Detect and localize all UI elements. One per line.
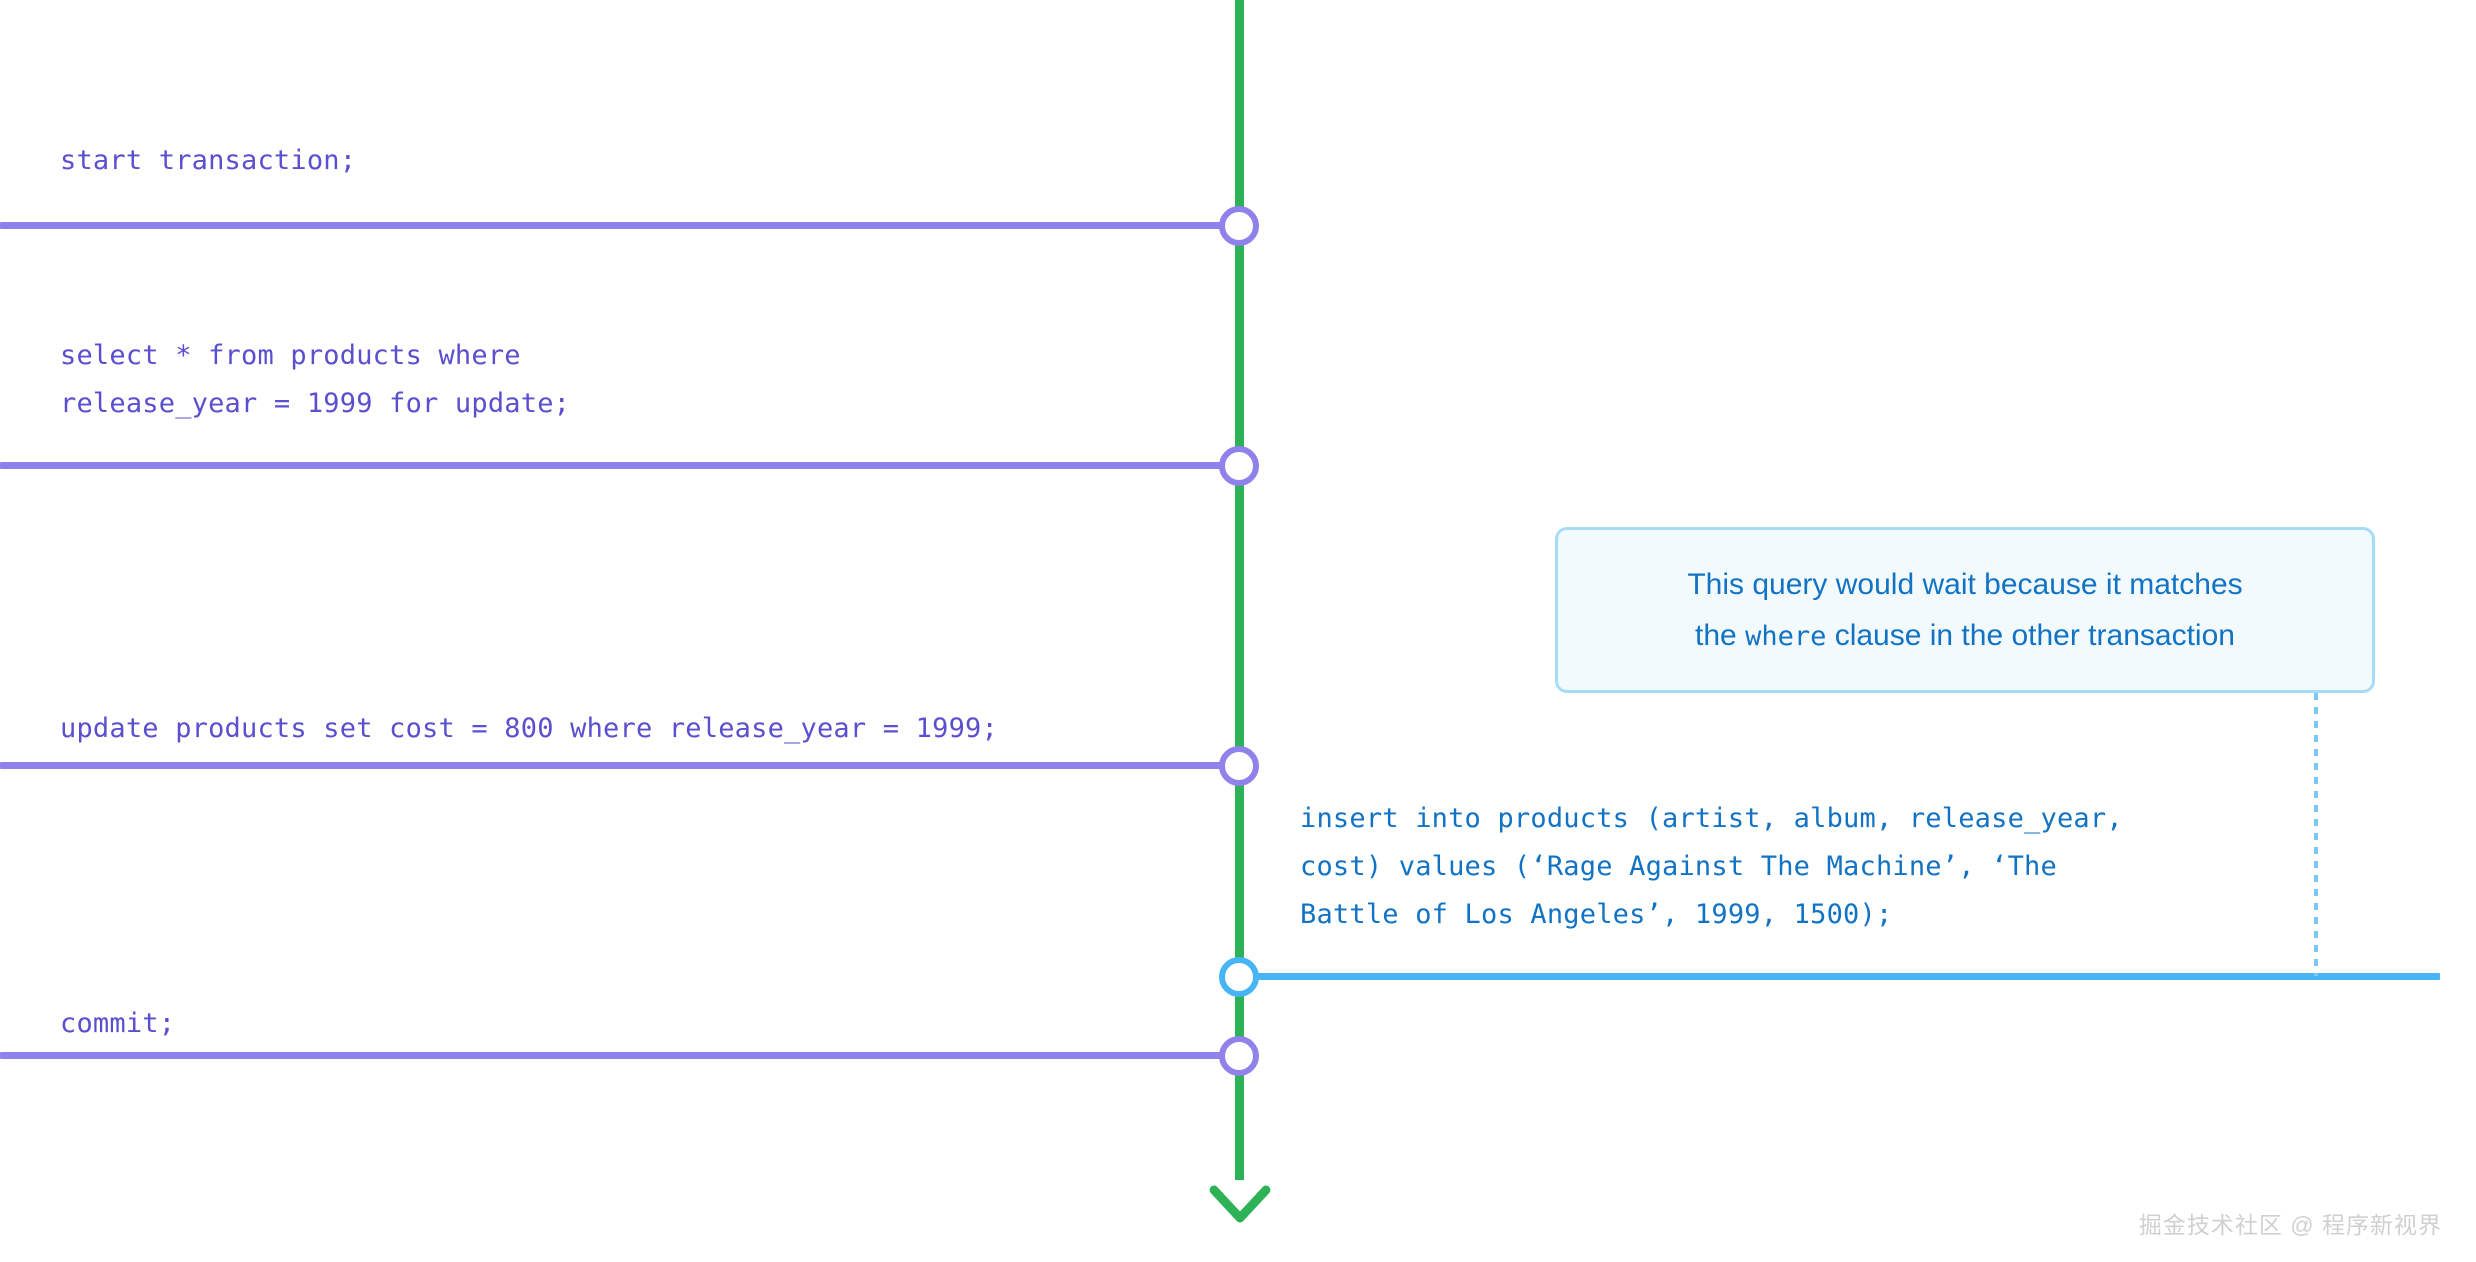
node-insert-blocked[interactable] — [1219, 957, 1259, 997]
node-update-products[interactable] — [1219, 746, 1259, 786]
callout-line-2-prefix: the — [1695, 618, 1746, 652]
statement-commit: commit; — [60, 1008, 176, 1039]
statement-start-transaction: start transaction; — [60, 145, 357, 176]
timeline-arrow-icon — [1209, 1185, 1271, 1223]
timeline-axis — [1235, 0, 1244, 1180]
event-rail-insert-blocked — [1239, 973, 2440, 980]
statement-insert-products: insert into products (artist, album, rel… — [1300, 803, 2123, 930]
node-select-for-update[interactable] — [1219, 446, 1259, 486]
callout-leader-line — [2314, 693, 2318, 976]
statement-select-for-update: select * from products where release_yea… — [60, 340, 571, 419]
statement-update-products: update products set cost = 800 where rel… — [60, 713, 998, 744]
callout-keyword-where: where — [1745, 620, 1827, 652]
event-rail-commit — [0, 1052, 1245, 1059]
callout-text: This query would wait because it matches… — [1663, 559, 2266, 662]
callout-box: This query would wait because it matches… — [1555, 527, 2375, 693]
watermark: 掘金技术社区 @ 程序新视界 — [2138, 1212, 2442, 1238]
callout-line-1: This query would wait because it matches — [1687, 567, 2243, 601]
node-commit[interactable] — [1219, 1036, 1259, 1076]
event-rail-select-for-update — [0, 462, 1245, 469]
node-start-transaction[interactable] — [1219, 206, 1259, 246]
callout-line-2-suffix: clause in the other transaction — [1826, 618, 2235, 652]
event-rail-start-transaction — [0, 222, 1245, 229]
event-rail-update-products — [0, 762, 1245, 769]
